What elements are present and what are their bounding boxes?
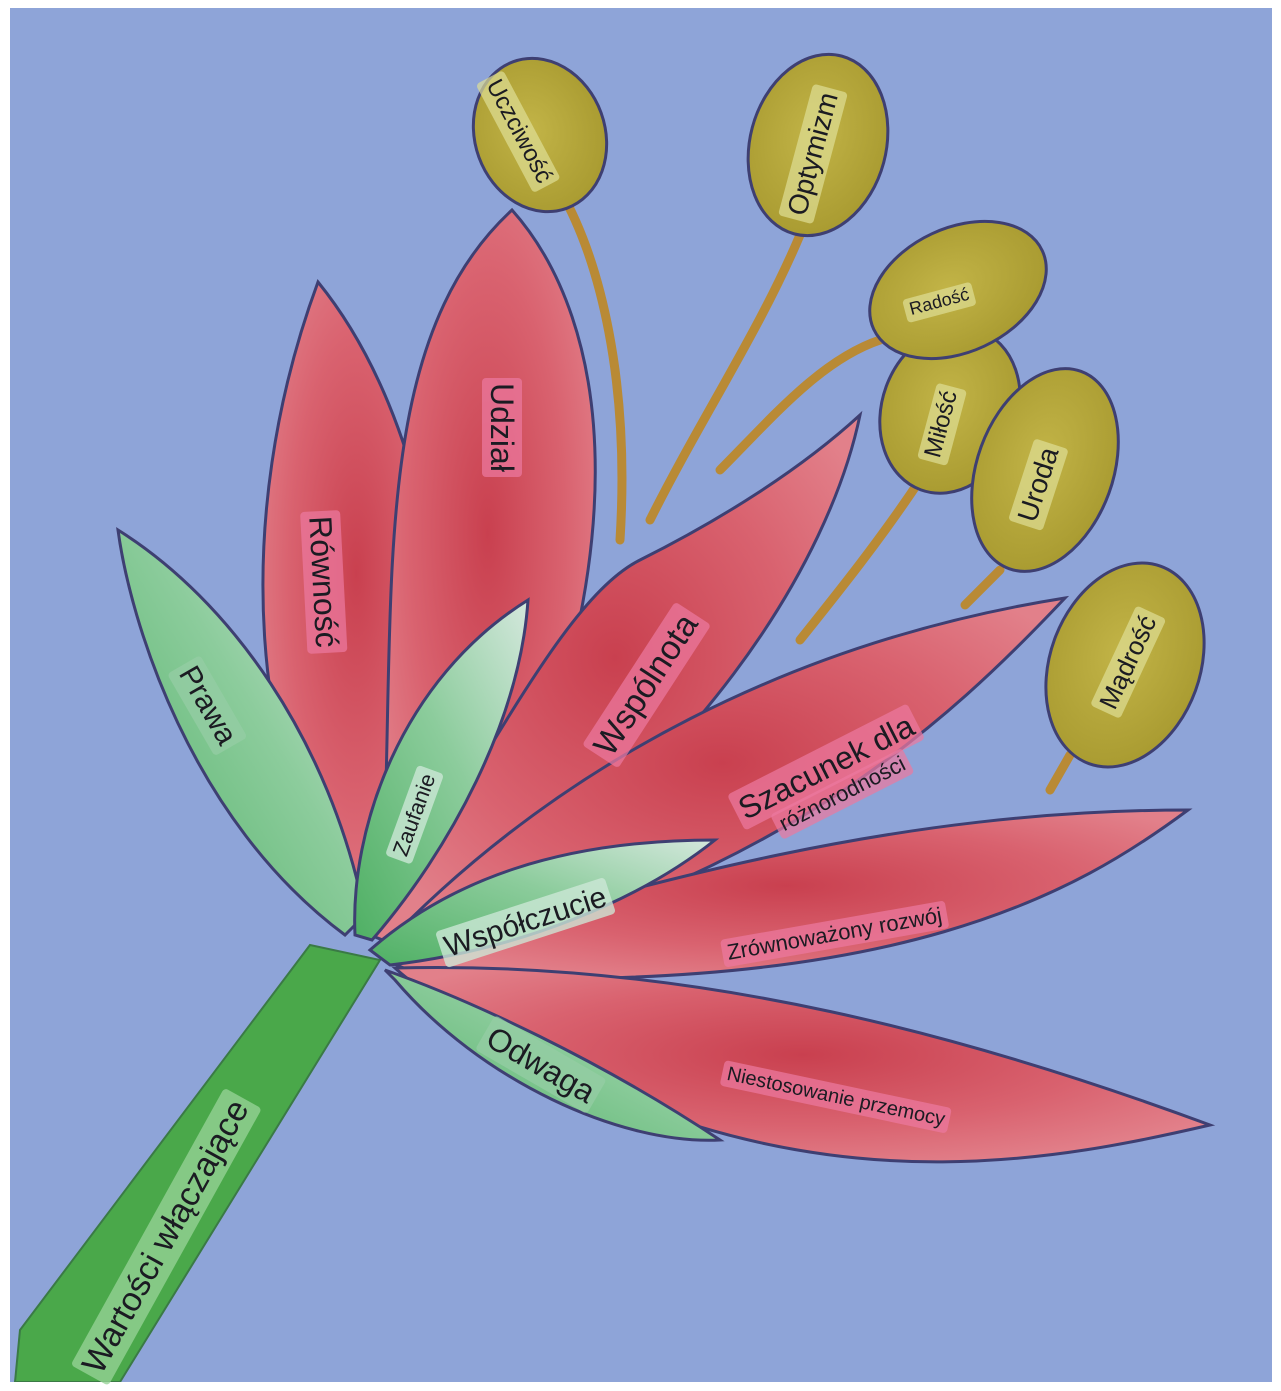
petal-label-udzial: Udział xyxy=(482,378,522,477)
petal-label-rownosc: Równość xyxy=(300,510,348,654)
